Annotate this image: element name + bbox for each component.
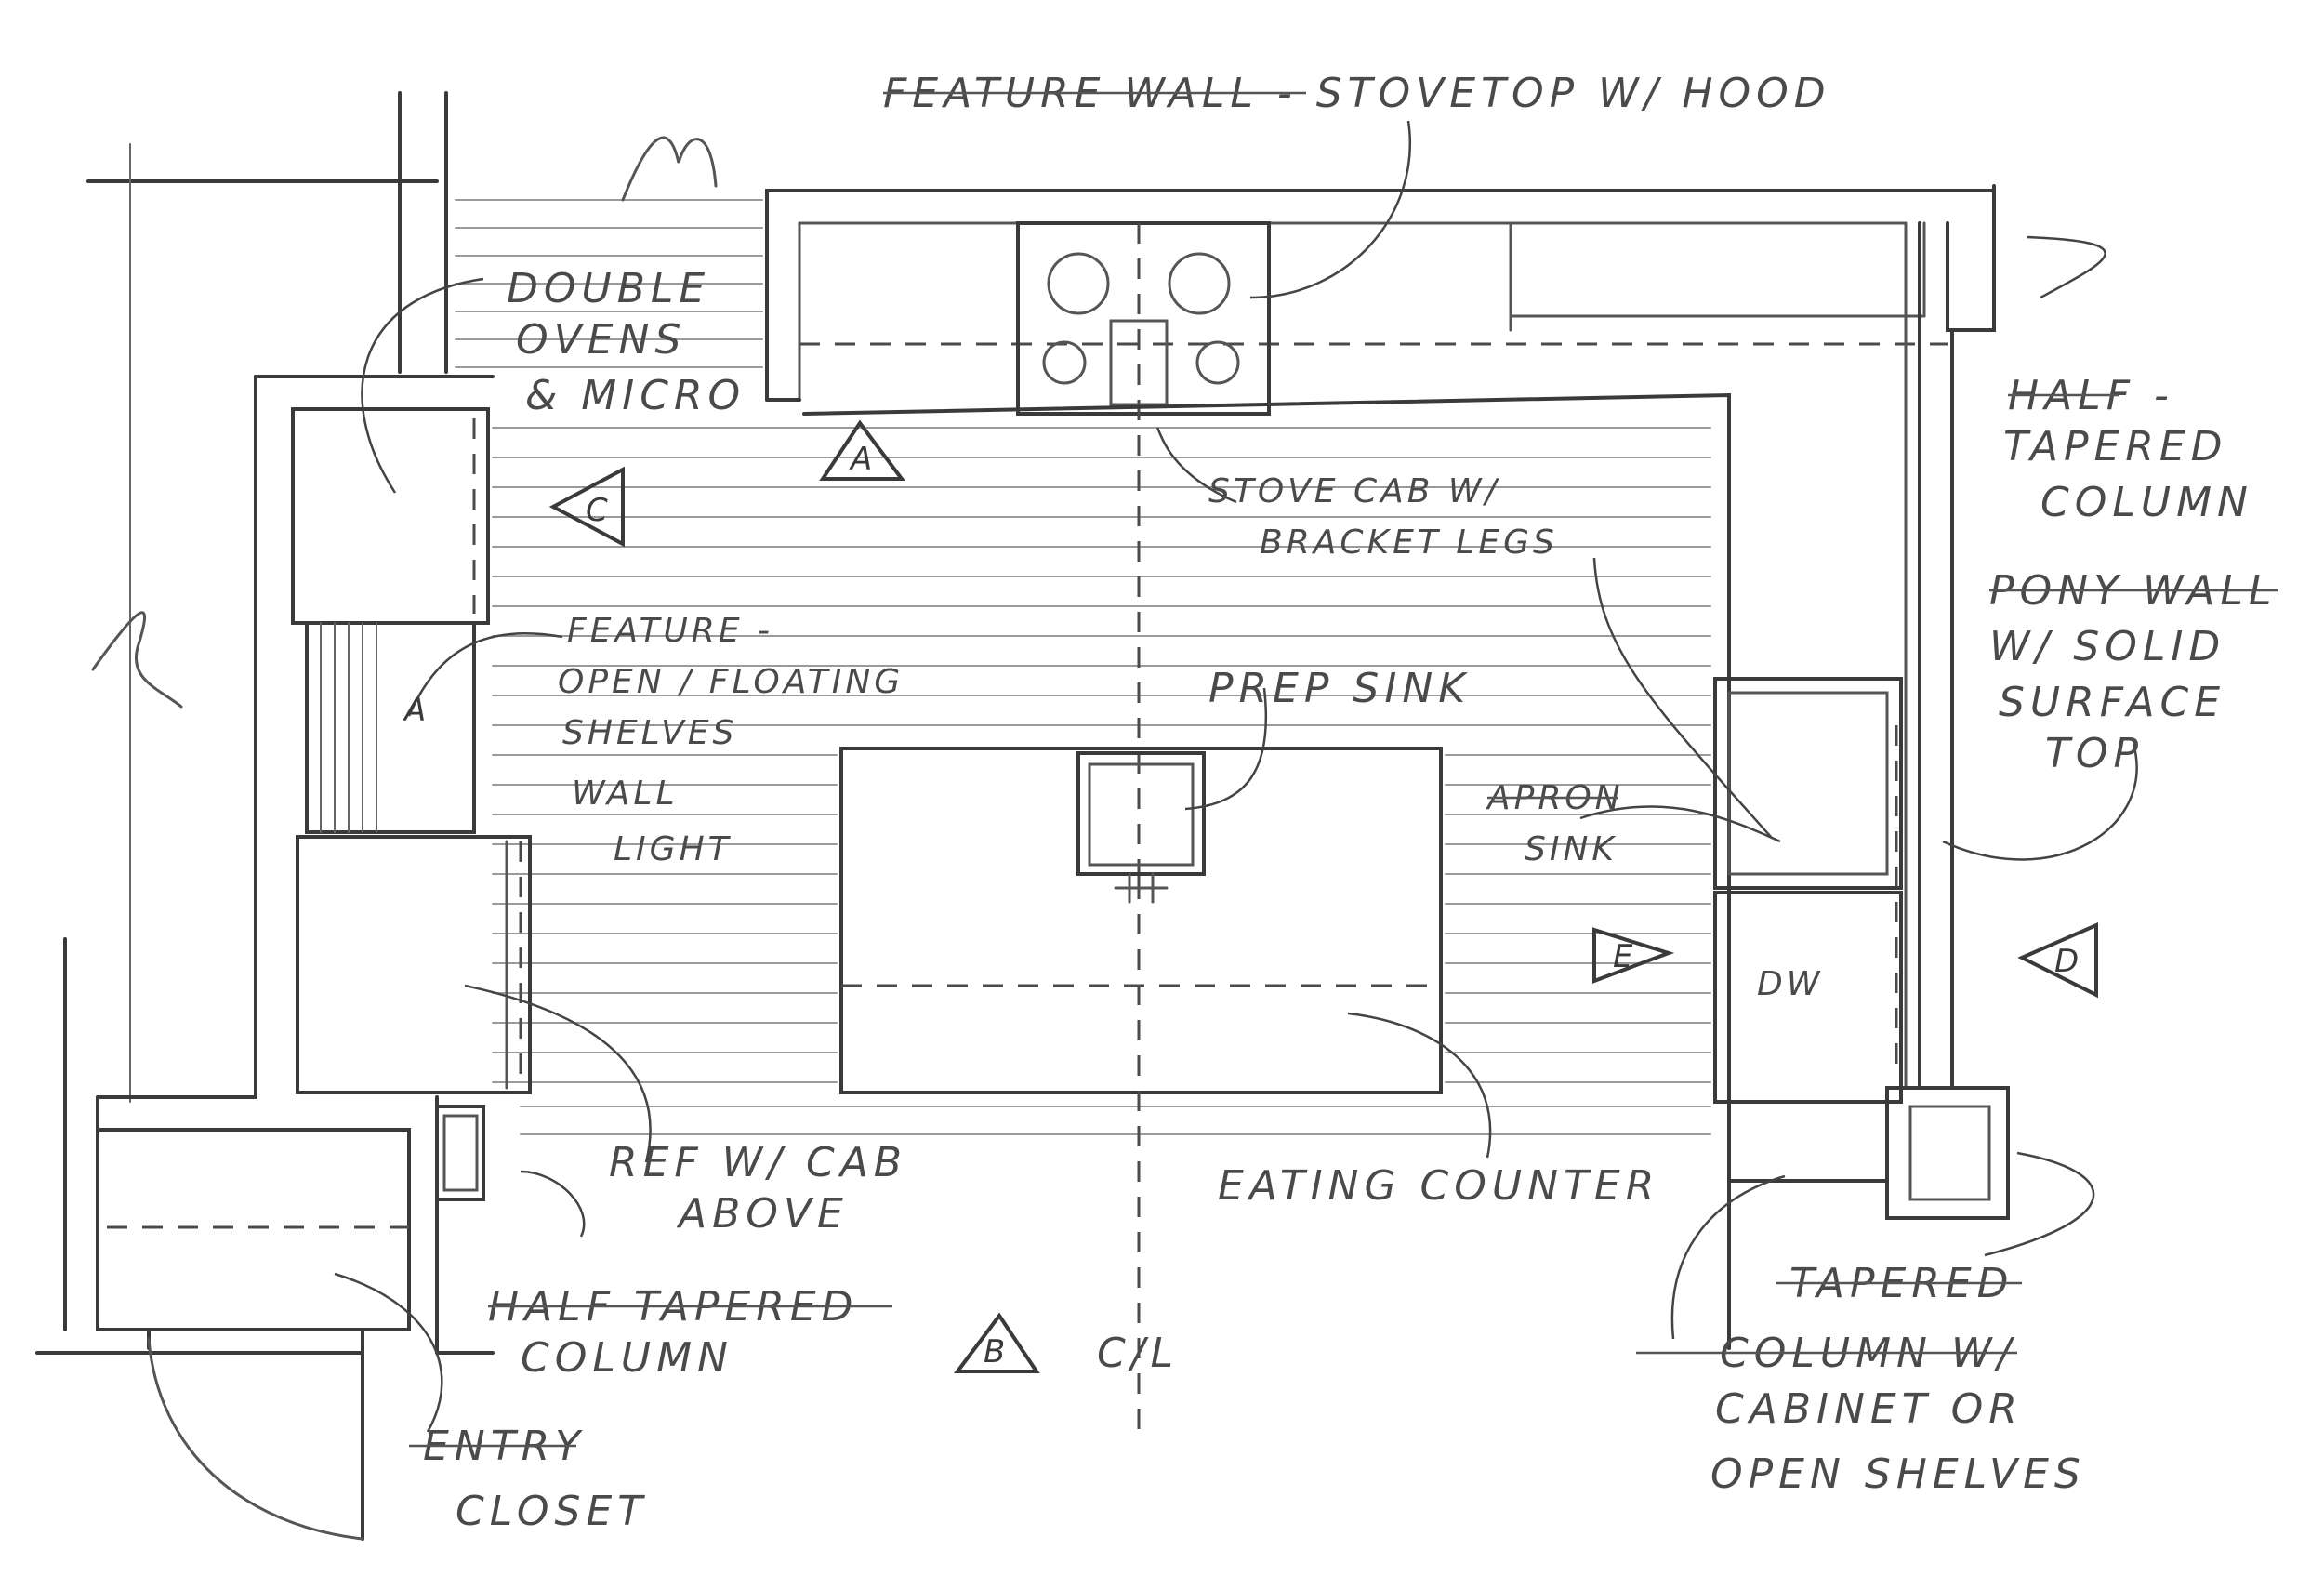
elevation-tag-b: B bbox=[984, 1333, 1005, 1371]
label-stove-cab-2: BRACKET LEGS bbox=[1260, 523, 1558, 562]
elevation-tags: A C E D B A bbox=[403, 419, 2098, 1373]
label-double-ovens-2: OVENS bbox=[516, 316, 686, 364]
label-prep-sink: PREP SINK bbox=[1208, 665, 1471, 712]
double-ovens-cabinet bbox=[291, 407, 490, 625]
break-line-left bbox=[91, 611, 183, 709]
floating-shelves bbox=[305, 621, 476, 834]
break-line-top bbox=[621, 136, 718, 202]
label-feature-shelves-4: WALL bbox=[572, 775, 679, 813]
label-stove-cab-1: STOVE CAB W/ bbox=[1208, 472, 1500, 510]
elevation-tag-a: A bbox=[849, 441, 872, 478]
building-walls bbox=[35, 91, 718, 1355]
elevation-tag-f: A bbox=[403, 692, 426, 729]
elevation-tag-e: E bbox=[1613, 938, 1633, 975]
apron-sink-cabinet bbox=[1713, 677, 1903, 1104]
tapered-column-bottom-right bbox=[1727, 1086, 2010, 1220]
label-pony-wall-3: SURFACE bbox=[1999, 679, 2225, 726]
leader-lines bbox=[334, 120, 2138, 1433]
label-eating-counter: EATING COUNTER bbox=[1218, 1162, 1659, 1210]
label-double-ovens-3: & MICRO bbox=[525, 372, 746, 419]
floor-hatching bbox=[455, 199, 1711, 1135]
label-entry-closet-2: CLOSET bbox=[456, 1488, 648, 1535]
label-double-ovens-1: DOUBLE bbox=[507, 265, 710, 312]
elevation-tag-d: D bbox=[2054, 943, 2079, 980]
annotation-labels: FEATURE WALL - STOVETOP W/ HOOD DOUBLE O… bbox=[409, 70, 2278, 1535]
label-feature-shelves-5: LIGHT bbox=[614, 830, 733, 868]
island-eating-counter bbox=[839, 747, 1443, 1432]
label-ref-1: REF W/ CAB bbox=[609, 1139, 907, 1186]
elevation-tag-c: C bbox=[586, 492, 608, 529]
label-pony-wall-4: TOP bbox=[2045, 730, 2144, 777]
label-ref-2: ABOVE bbox=[676, 1190, 849, 1238]
half-tapered-column-left bbox=[435, 1105, 485, 1201]
label-tapered-column-3: CABINET OR bbox=[1715, 1385, 2023, 1433]
label-feature-shelves-3: SHELVES bbox=[562, 714, 737, 752]
right-pony-wall bbox=[802, 221, 1954, 1350]
stovetop bbox=[1016, 221, 1271, 893]
label-half-tapered-2: COLUMN bbox=[521, 1334, 733, 1382]
label-feature-shelves-2: OPEN / FLOATING bbox=[558, 663, 904, 701]
entry-closet bbox=[96, 1128, 411, 1541]
label-apron-sink-2: SINK bbox=[1525, 830, 1618, 868]
label-dishwasher: DW bbox=[1757, 965, 1823, 1003]
refrigerator bbox=[296, 835, 532, 1094]
label-feature-shelves-1: FEATURE - bbox=[567, 612, 773, 650]
label-half-column-3: COLUMN bbox=[2040, 479, 2253, 526]
top-counter-run bbox=[765, 184, 1996, 402]
label-pony-wall-2: W/ SOLID bbox=[1989, 623, 2225, 670]
label-centerline: C/L bbox=[1097, 1330, 1179, 1377]
label-half-column-2: TAPERED bbox=[2003, 423, 2228, 470]
label-tapered-column-4: OPEN SHELVES bbox=[1710, 1450, 2086, 1498]
